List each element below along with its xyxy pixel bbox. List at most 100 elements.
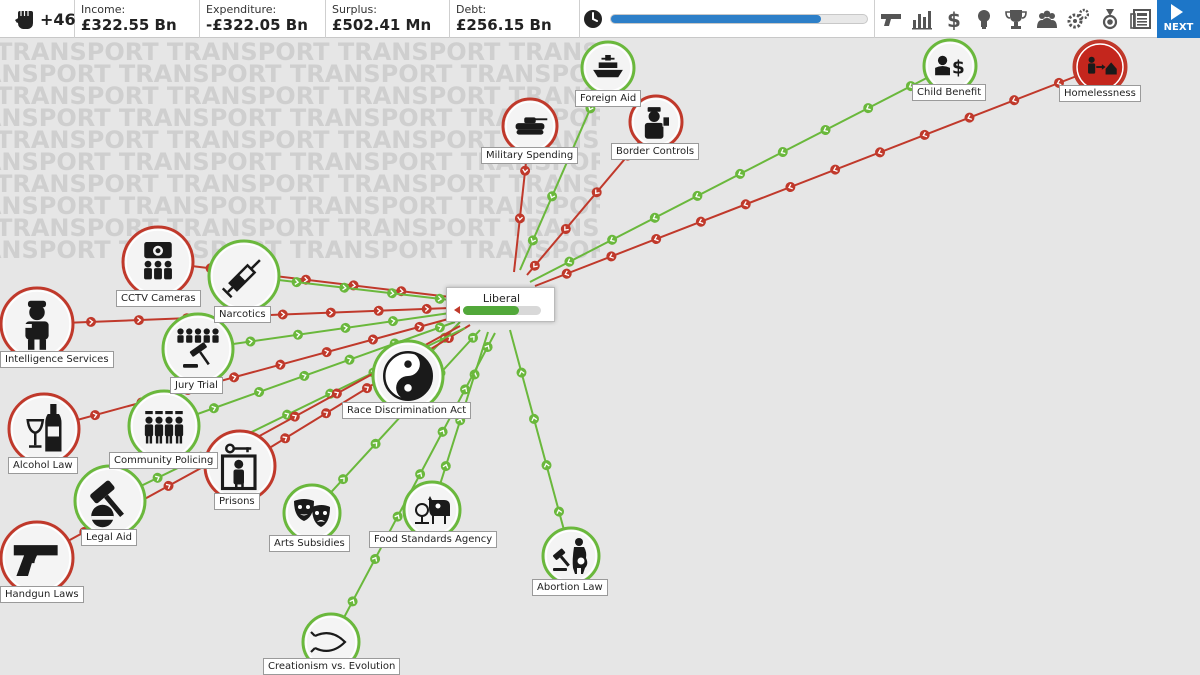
syringe-icon [221,259,261,299]
policy-node-jury-trial[interactable] [161,312,235,386]
flow-marker [516,367,527,378]
influence-line-homelessness [534,66,1101,287]
ship-icon [593,54,623,78]
people-button[interactable] [1032,0,1063,38]
policy-label-jury-trial[interactable]: Jury Trial [170,377,223,394]
flow-marker [434,293,445,304]
flow-marker [344,354,355,365]
flow-marker [482,342,493,352]
policy-label-handgun-laws[interactable]: Handgun Laws [0,586,84,603]
influence-line-alcohol-law [43,317,453,430]
policy-node-cctv-cameras[interactable] [121,225,195,299]
turn-progress-bar [610,14,868,24]
policy-label-military-spending[interactable]: Military Spending [481,147,579,164]
policy-label-cctv-cameras[interactable]: CCTV Cameras [116,290,201,307]
policy-node-foreign-aid[interactable] [580,40,636,96]
policy-label-child-benefit[interactable]: Child Benefit [912,84,987,101]
flow-marker [529,260,540,271]
flow-marker [370,554,381,564]
flow-marker [362,383,372,394]
policy-node-legal-aid[interactable] [73,464,147,538]
watermark-row: TRANSPORT TRANSPORT TRANSPORT TRANSPORT … [0,60,600,88]
surplus-stat[interactable]: Surplus: £502.41 Mn [326,0,450,38]
flow-marker [275,359,286,370]
flow-marker [468,332,478,343]
trophy-button[interactable] [1000,0,1031,38]
expenditure-stat[interactable]: Expenditure: -£322.05 Bn [200,0,326,38]
next-label: NEXT [1163,22,1194,33]
flow-marker [547,191,558,202]
lightbulb-button[interactable] [969,0,1000,38]
supporter-count: +46 [40,10,76,29]
liberal-voter-group[interactable]: Liberal [446,287,555,322]
policy-node-border-controls[interactable] [628,94,684,150]
bottle-icon [26,404,62,452]
masks-icon [294,499,330,527]
flow-marker [561,268,572,279]
next-turn-button[interactable]: NEXT [1157,0,1200,38]
dollar-button[interactable]: $ [938,0,969,38]
policy-label-alcohol-law[interactable]: Alcohol Law [8,457,78,474]
gears-button[interactable] [1063,0,1094,38]
flow-marker [695,216,706,227]
watermark-row: TRANSPORT TRANSPORT TRANSPORT TRANSPORT … [0,38,600,66]
policy-node-homelessness[interactable] [1072,39,1128,95]
flow-marker [347,596,358,607]
flow-marker [370,438,381,449]
debt-stat[interactable]: Debt: £256.15 Bn [450,0,580,38]
policy-label-intelligence-services[interactable]: Intelligence Services [0,351,114,368]
influence-line-abortion-law [509,329,572,557]
stat-value: -£322.05 Bn [206,16,308,34]
influence-line-jury-trial [197,312,451,350]
newspaper-button[interactable] [1125,0,1156,38]
policy-node-alcohol-law[interactable] [7,392,81,466]
income-stat[interactable]: Income: £322.55 Bn [75,0,200,38]
policy-label-legal-aid[interactable]: Legal Aid [81,529,137,546]
abortion-icon [552,538,588,574]
police-icon [144,411,184,444]
svg-text:$: $ [947,8,961,30]
voter-group-title: Liberal [482,292,521,305]
flow-marker [437,426,448,437]
trophy-icon [1004,10,1027,29]
policy-label-prisons[interactable]: Prisons [214,493,260,510]
flow-marker [368,334,378,345]
policy-node-handgun-laws[interactable] [0,520,75,596]
child-benefit-icon: $ [935,55,965,78]
political-capital[interactable]: +46 [0,0,76,38]
watermark-row: TRANSPORT TRANSPORT TRANSPORT TRANSPORT … [0,82,600,110]
policy-node-military-spending[interactable] [501,97,559,155]
policy-node-race-discrimination-act[interactable] [371,339,445,413]
policy-label-homelessness[interactable]: Homelessness [1059,85,1141,102]
policy-label-abortion-law[interactable]: Abortion Law [532,579,608,596]
play-icon [1171,4,1183,20]
cow-icon [415,496,450,524]
gun-button[interactable] [875,0,906,38]
policy-node-arts-subsidies[interactable] [282,483,342,543]
medal-button[interactable] [1094,0,1125,38]
policy-label-narcotics[interactable]: Narcotics [214,306,271,323]
policy-node-abortion-law[interactable] [541,526,601,586]
flow-marker [86,316,96,327]
policy-label-arts-subsidies[interactable]: Arts Subsidies [269,535,350,552]
flow-marker [289,411,300,422]
policy-node-food-standards-agency[interactable] [402,480,462,540]
policy-node-community-policing[interactable] [127,389,201,463]
flow-marker [299,370,310,381]
policy-label-race-discrimination-act[interactable]: Race Discrimination Act [342,402,472,419]
policy-label-community-policing[interactable]: Community Policing [109,452,219,469]
people-icon [1037,10,1057,28]
policy-label-border-controls[interactable]: Border Controls [611,143,700,160]
flow-marker [820,125,831,135]
policy-label-foreign-aid[interactable]: Foreign Aid [575,90,642,107]
bar-chart-button[interactable] [906,0,937,38]
yin-yang-icon [383,351,433,401]
flow-marker [649,212,660,223]
policy-node-narcotics[interactable] [207,239,281,313]
officer-icon [644,107,670,139]
policy-label-food-standards-agency[interactable]: Food Standards Agency [369,531,498,548]
flow-marker [434,322,445,333]
camera-icon [144,242,172,280]
policy-label-creationism-vs-evolution[interactable]: Creationism vs. Evolution [263,658,401,675]
policy-node-intelligence-services[interactable] [0,286,75,362]
